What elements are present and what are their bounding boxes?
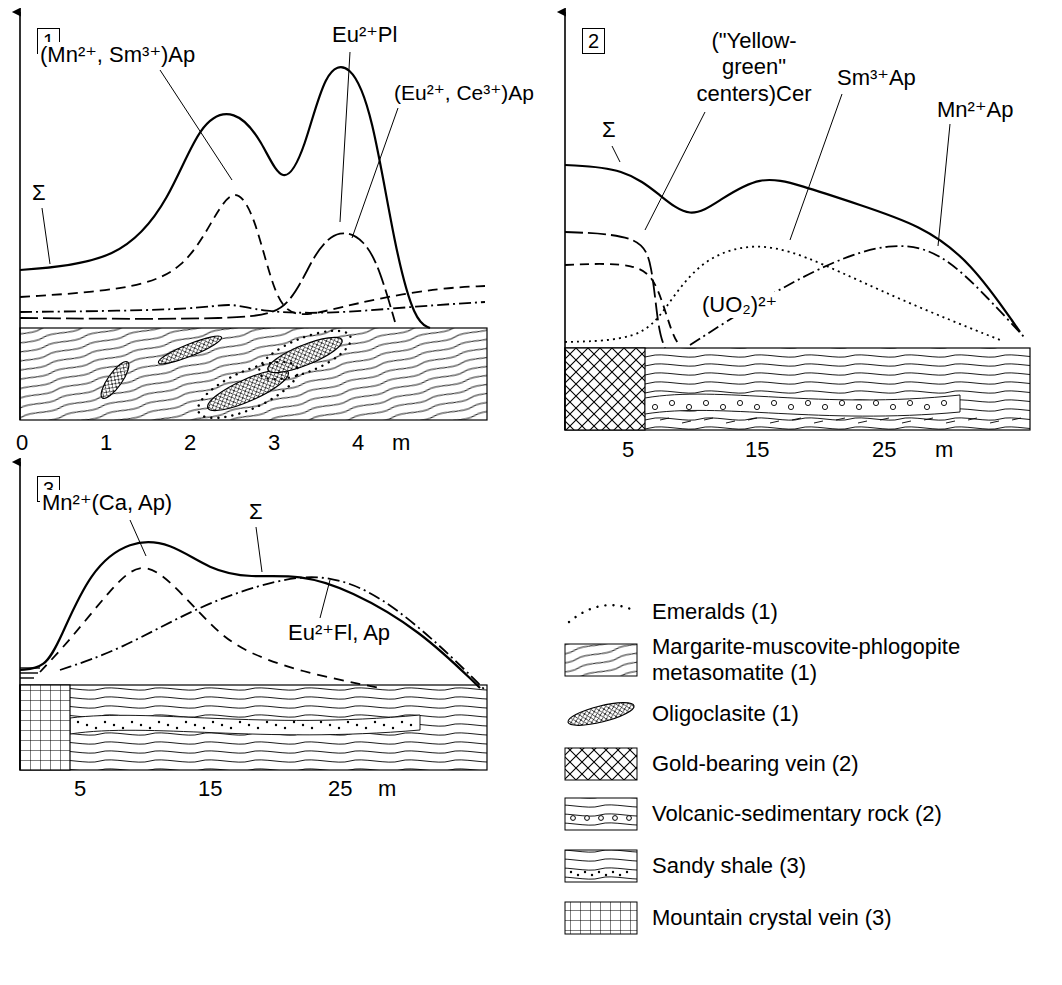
axis-tick-label: 4 <box>350 430 366 456</box>
eu-pl-curve <box>20 233 395 322</box>
axis-unit-label: m <box>390 430 412 456</box>
panel-number: 2 <box>582 28 605 54</box>
legend-text: Mountain crystal vein (3) <box>652 905 1052 931</box>
axis-tick-label: 25 <box>326 776 354 802</box>
curve-label: Mn²⁺Ap <box>935 97 1015 123</box>
legend-swatch <box>565 748 637 780</box>
curve-label: Σ <box>30 180 48 206</box>
mn-sm-curve <box>20 195 485 314</box>
axis-unit-label: m <box>376 776 398 802</box>
sm-curve <box>565 247 1000 342</box>
curve-label: (Eu²⁺, Ce³⁺)Ap <box>392 80 536 105</box>
axis-tick-label: 1 <box>98 430 114 456</box>
axis-tick-label: 3 <box>266 430 282 456</box>
curve-label: Sm³⁺Ap <box>835 65 918 91</box>
legend-text: Sandy shale (3) <box>652 853 1052 879</box>
curve-label: Σ <box>600 117 618 143</box>
axis-tick-label: 2 <box>182 430 198 456</box>
sum-curve <box>565 165 1020 332</box>
legend-text: Oligoclasite (1) <box>652 701 1052 727</box>
curve-label: (Mn²⁺, Sm³⁺)Ap <box>38 42 197 68</box>
curve-label: (UO₂)²⁺ <box>700 292 779 318</box>
legend-swatch <box>566 698 636 730</box>
sum-curve <box>20 67 430 328</box>
eu-ce-curve <box>20 302 485 313</box>
sum-curve <box>20 542 480 688</box>
mn-curve <box>690 246 1025 345</box>
axis-tick-label: 0 <box>14 430 30 456</box>
legend-swatch <box>565 798 637 830</box>
panel-number-text: 2 <box>588 30 599 52</box>
curve-label: ("Yellow-green" centers)Cer <box>688 28 820 107</box>
axis-tick-label: 5 <box>620 437 636 463</box>
uo2-curve <box>565 264 680 346</box>
legend-swatch <box>565 644 637 676</box>
curve-label: Eu²⁺Pl <box>330 22 399 48</box>
legend-text: Volcanic-sedimentary rock (2) <box>652 801 1052 827</box>
curve-label: Mn²⁺(Ca, Ap) <box>40 490 174 516</box>
curve-label: Eu²⁺Fl, Ap <box>286 620 392 646</box>
legend-swatch <box>565 902 637 934</box>
yellow-green-curve <box>565 232 665 348</box>
legend-text: Emeralds (1) <box>652 599 1052 625</box>
legend-swatch <box>569 605 633 622</box>
axis-tick-label: 15 <box>743 437 771 463</box>
legend-swatch <box>565 850 637 882</box>
axis-tick-label: m <box>933 437 955 463</box>
axis-tick-label: 15 <box>196 776 224 802</box>
legend-text: Margarite-muscovite-phlogopite metasomat… <box>652 634 1052 687</box>
axis-tick-label: 25 <box>870 437 898 463</box>
legend-text: Gold-bearing vein (2) <box>652 751 1052 777</box>
curve-label: Σ <box>247 499 265 525</box>
eu-curve <box>60 577 485 690</box>
axis-tick-label: 5 <box>72 776 88 802</box>
